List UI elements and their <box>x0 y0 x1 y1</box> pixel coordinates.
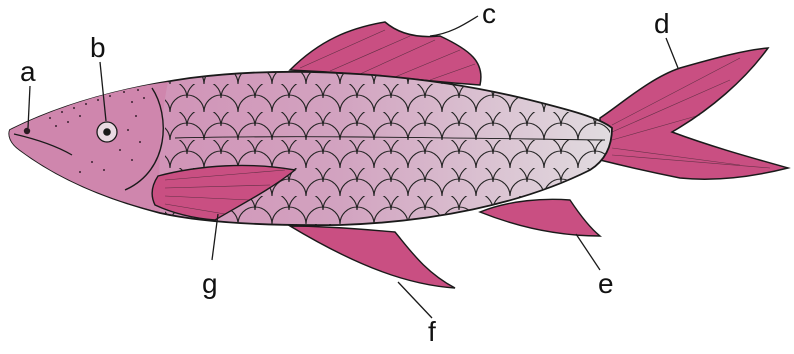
label-e: e <box>598 270 614 298</box>
label-d: d <box>654 10 670 38</box>
label-b: b <box>90 34 106 62</box>
eye-pupil <box>103 128 111 136</box>
leader-c <box>430 16 478 36</box>
leader-f <box>398 282 432 318</box>
label-c: c <box>482 0 496 28</box>
label-a: a <box>20 58 36 86</box>
anal-fin <box>480 199 600 236</box>
head <box>9 82 168 212</box>
label-f: f <box>428 318 436 346</box>
label-g: g <box>202 270 218 298</box>
pelvic-fin <box>290 226 455 288</box>
leader-e <box>576 234 600 270</box>
leader-d <box>666 38 678 68</box>
caudal-fin <box>600 48 788 179</box>
nostril <box>24 128 30 134</box>
